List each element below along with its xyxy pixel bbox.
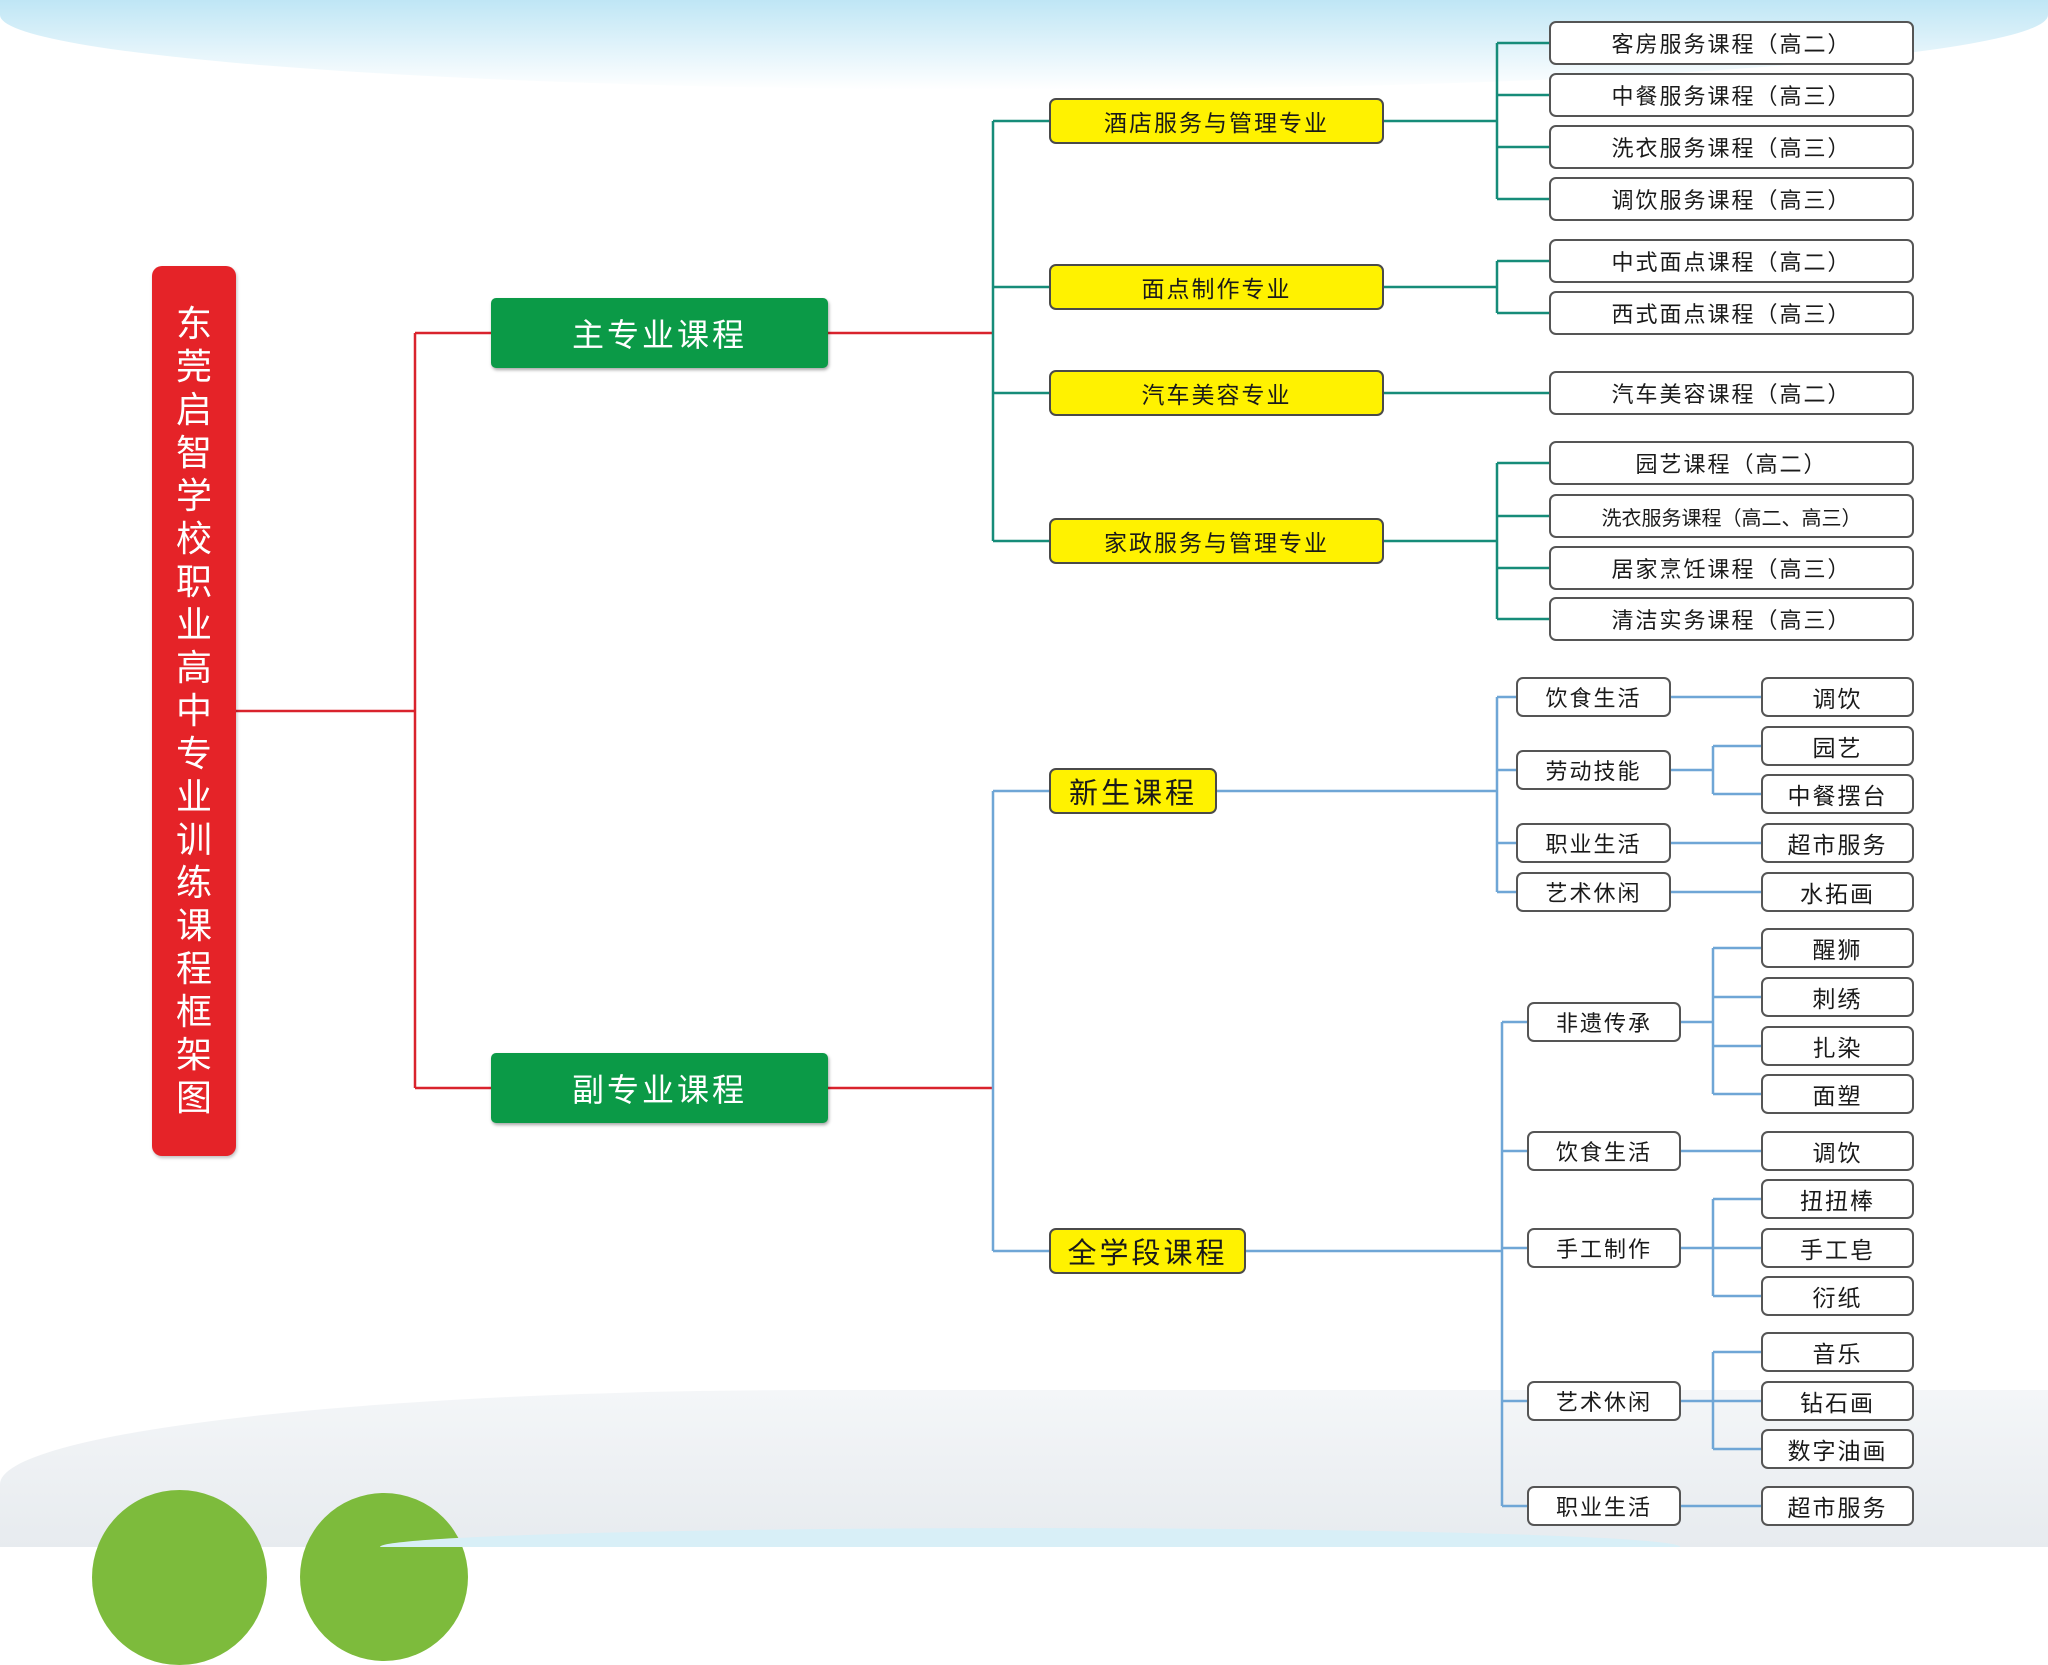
course-item[interactable]: 中式面点课程（高二） xyxy=(1549,239,1914,283)
title-char: 业 xyxy=(175,604,212,646)
major-hotel-service[interactable]: 酒店服务与管理专业 xyxy=(1049,98,1384,144)
title-char: 框 xyxy=(175,991,212,1033)
course-item[interactable]: 客房服务课程（高二） xyxy=(1549,21,1914,65)
title-char: 校 xyxy=(175,518,212,560)
title-char: 课 xyxy=(175,905,212,947)
category-item[interactable]: 劳动技能 xyxy=(1516,750,1671,790)
title-char: 训 xyxy=(175,819,212,861)
red-connectors xyxy=(236,331,993,1090)
category-item[interactable]: 饮食生活 xyxy=(1527,1131,1681,1171)
leaf-item[interactable]: 扭扭棒 xyxy=(1761,1179,1914,1219)
course-item[interactable]: 园艺课程（高二） xyxy=(1549,441,1914,485)
title-char: 架 xyxy=(175,1034,212,1076)
teal-connectors xyxy=(991,41,1550,621)
major-housekeeping[interactable]: 家政服务与管理专业 xyxy=(1049,518,1384,564)
leaf-item[interactable]: 数字油画 xyxy=(1761,1429,1914,1469)
title-char: 智 xyxy=(175,432,212,474)
leaf-item[interactable]: 衍纸 xyxy=(1761,1276,1914,1316)
title-char: 专 xyxy=(175,733,212,775)
title-char: 程 xyxy=(175,948,212,990)
category-item[interactable]: 职业生活 xyxy=(1516,823,1671,863)
leaf-item[interactable]: 超市服务 xyxy=(1761,1486,1914,1526)
leaf-item[interactable]: 超市服务 xyxy=(1761,823,1914,863)
leaf-item[interactable]: 水拓画 xyxy=(1761,872,1914,912)
course-item[interactable]: 汽车美容课程（高二） xyxy=(1549,371,1914,415)
course-item[interactable]: 中餐服务课程（高三） xyxy=(1549,73,1914,117)
title-char: 莞 xyxy=(175,346,212,388)
course-item[interactable]: 洗衣服务课程（高二、高三） xyxy=(1549,494,1914,538)
blue-connectors xyxy=(991,695,1762,1508)
course-item[interactable]: 西式面点课程（高三） xyxy=(1549,291,1914,335)
leaf-item[interactable]: 中餐摆台 xyxy=(1761,774,1914,814)
category-item[interactable]: 饮食生活 xyxy=(1516,677,1671,717)
title-char: 练 xyxy=(175,862,212,904)
title-char: 业 xyxy=(175,776,212,818)
connector-lines xyxy=(236,41,1762,1508)
leaf-item[interactable]: 手工皂 xyxy=(1761,1228,1914,1268)
diagram-title: 东莞启智学校职业高中专业训练课程框架图 xyxy=(152,266,236,1156)
major-car-beauty[interactable]: 汽车美容专业 xyxy=(1049,370,1384,416)
course-item[interactable]: 清洁实务课程（高三） xyxy=(1549,597,1914,641)
title-char: 东 xyxy=(175,303,212,345)
title-char: 学 xyxy=(175,475,212,517)
secondary-major-courses[interactable]: 副专业课程 xyxy=(491,1053,828,1123)
category-item[interactable]: 非遗传承 xyxy=(1527,1002,1681,1042)
course-item[interactable]: 洗衣服务课程（高三） xyxy=(1549,125,1914,169)
title-char: 高 xyxy=(175,647,212,689)
bottom-strip-decoration xyxy=(380,1528,1680,1547)
category-item[interactable]: 艺术休闲 xyxy=(1516,872,1671,912)
category-item[interactable]: 职业生活 xyxy=(1527,1486,1681,1526)
major-pastry-making[interactable]: 面点制作专业 xyxy=(1049,264,1384,310)
freshman-courses[interactable]: 新生课程 xyxy=(1049,768,1217,814)
leaf-item[interactable]: 音乐 xyxy=(1761,1332,1914,1372)
main-major-courses[interactable]: 主专业课程 xyxy=(491,298,828,368)
leaf-item[interactable]: 刺绣 xyxy=(1761,977,1914,1017)
all-stage-courses[interactable]: 全学段课程 xyxy=(1049,1228,1246,1274)
course-item[interactable]: 居家烹饪课程（高三） xyxy=(1549,546,1914,590)
leaf-item[interactable]: 面塑 xyxy=(1761,1074,1914,1114)
title-char: 图 xyxy=(175,1077,212,1119)
category-item[interactable]: 手工制作 xyxy=(1527,1228,1681,1268)
leaf-item[interactable]: 调饮 xyxy=(1761,677,1914,717)
title-char: 启 xyxy=(175,389,212,431)
leaf-item[interactable]: 园艺 xyxy=(1761,726,1914,766)
title-char: 职 xyxy=(175,561,212,603)
title-char: 中 xyxy=(175,690,212,732)
leaf-item[interactable]: 钻石画 xyxy=(1761,1381,1914,1421)
leaf-item[interactable]: 扎染 xyxy=(1761,1026,1914,1066)
leaf-item[interactable]: 醒狮 xyxy=(1761,928,1914,968)
category-item[interactable]: 艺术休闲 xyxy=(1527,1381,1681,1421)
leaf-item[interactable]: 调饮 xyxy=(1761,1131,1914,1171)
course-item[interactable]: 调饮服务课程（高三） xyxy=(1549,177,1914,221)
